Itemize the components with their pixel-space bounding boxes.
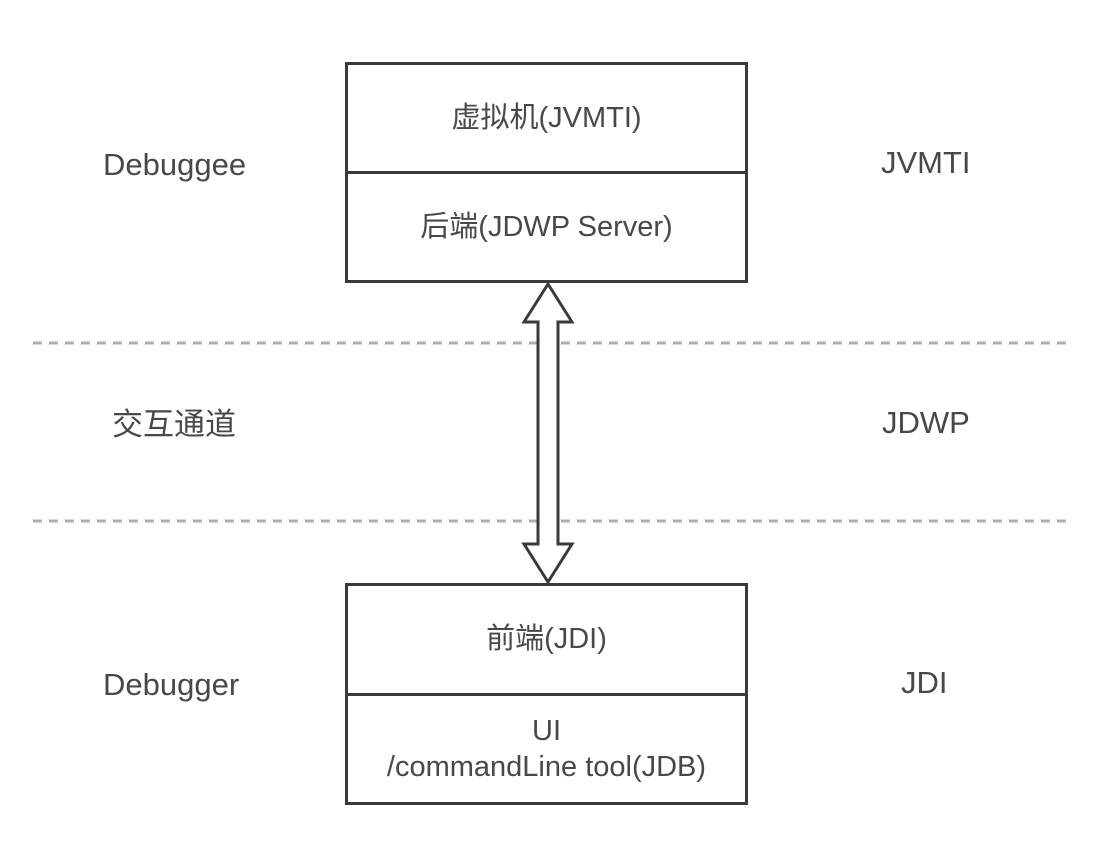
interaction-channel-side-label: 交互通道 (112, 407, 236, 442)
jdi-frontend-cell: 前端(JDI) (348, 586, 745, 696)
jdwp-side-label: JDWP (882, 405, 970, 440)
debuggee-box: 虚拟机(JVMTI) 后端(JDWP Server) (345, 62, 748, 283)
ui-jdb-cell: UI /commandLine tool(JDB) (348, 696, 745, 803)
debugger-box: 前端(JDI) UI /commandLine tool(JDB) (345, 583, 748, 805)
ui-label: UI (532, 714, 561, 747)
debugger-side-label: Debugger (103, 667, 240, 702)
vm-jvmti-cell: 虚拟机(JVMTI) (348, 65, 745, 174)
jvmti-side-label: JVMTI (881, 145, 971, 180)
double-headed-arrow-icon (521, 281, 575, 585)
jdwp-server-label: 后端(JDWP Server) (420, 211, 673, 243)
jdi-side-label: JDI (901, 665, 948, 700)
jdi-frontend-label: 前端(JDI) (486, 623, 607, 656)
jdwp-server-cell: 后端(JDWP Server) (348, 174, 745, 280)
vm-jvmti-label: 虚拟机(JVMTI) (451, 102, 642, 134)
jdb-tool-label: /commandLine tool(JDB) (386, 750, 707, 783)
debuggee-side-label: Debuggee (103, 147, 247, 182)
